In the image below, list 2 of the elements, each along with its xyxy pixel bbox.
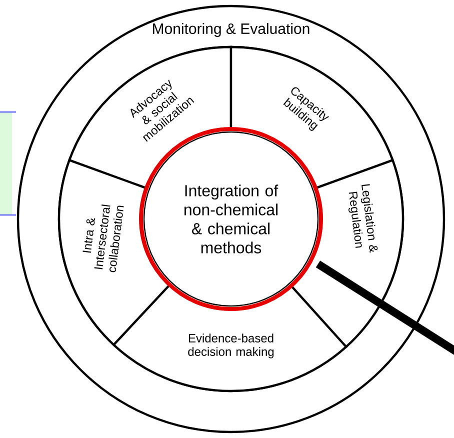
ring-sector: Evidence-based decision making: [112, 284, 348, 392]
ring-sector: Intra & Intersectoral collaboration: [58, 159, 171, 346]
